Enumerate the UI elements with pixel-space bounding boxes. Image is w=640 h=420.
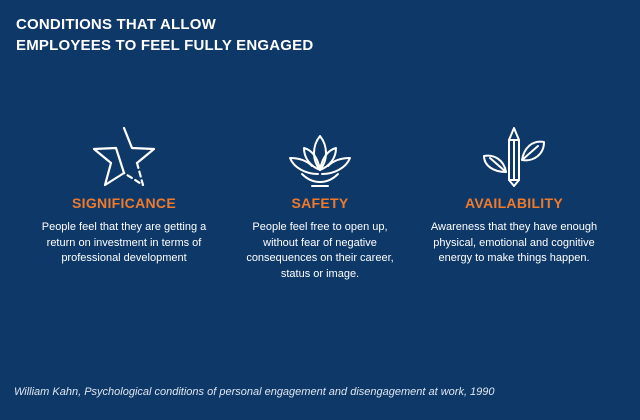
condition-heading: SAFETY <box>291 195 349 211</box>
citation: William Kahn, Psychological conditions o… <box>14 386 495 398</box>
condition-heading: SIGNIFICANCE <box>72 195 176 211</box>
page-title-line-2: EMPLOYEES TO FEEL FULLY ENGAGED <box>16 37 314 54</box>
condition-description: Awareness that they have enough physical… <box>430 221 598 264</box>
condition-availability: AVAILABILITY Awareness that they have en… <box>424 118 604 267</box>
condition-heading: AVAILABILITY <box>465 195 563 211</box>
lotus-icon <box>230 118 410 190</box>
condition-description: People feel free to open up, without fea… <box>246 221 394 280</box>
page-title: CONDITIONS THAT ALLOW EMPLOYEES TO FEEL … <box>16 14 313 56</box>
pencil-leaves-icon <box>424 118 604 190</box>
condition-description: People feel that they are getting a retu… <box>41 221 207 264</box>
page-title-line-1: CONDITIONS THAT ALLOW <box>16 16 217 33</box>
condition-safety: SAFETY People feel free to open up, with… <box>230 118 410 282</box>
star-icon <box>34 118 214 190</box>
condition-significance: SIGNIFICANCE People feel that they are g… <box>34 118 214 267</box>
